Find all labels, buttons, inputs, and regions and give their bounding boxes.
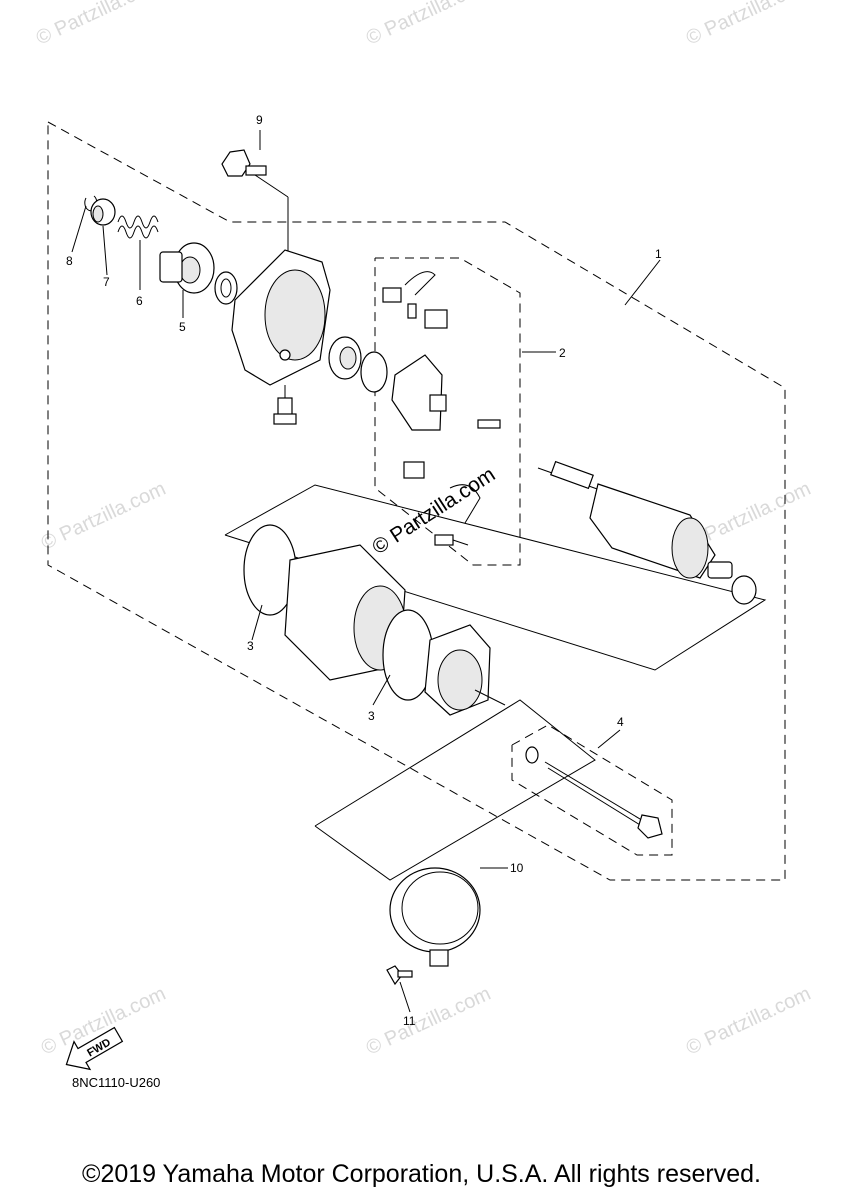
armature [537, 460, 757, 605]
leader-lines [71, 130, 661, 1013]
collar-7 [90, 198, 116, 226]
callout-1: 1 [655, 247, 662, 261]
watermark: © Partzilla.com [363, 983, 494, 1060]
diagram-code: 8NC1110-U260 [72, 1075, 161, 1090]
fwd-label: FWD [85, 1036, 113, 1059]
through-bolt-4 [525, 746, 663, 839]
bearing [328, 336, 362, 380]
assembly-1-outline [47, 121, 786, 881]
o-ring-small [360, 351, 388, 393]
assembly-2-outline [374, 257, 521, 566]
washer [214, 271, 238, 305]
callout-8: 8 [66, 254, 73, 268]
assembly-4-outline [511, 724, 673, 856]
watermark: © Partzilla.com [683, 983, 814, 1060]
armature-frame [224, 484, 767, 671]
watermark: © Partzilla.com [363, 0, 494, 50]
callout-9: 9 [256, 113, 263, 127]
bolt-9 [221, 149, 289, 255]
pinion-gear-5 [159, 242, 215, 294]
watermark: © Partzilla.com [33, 0, 164, 50]
yoke [243, 524, 434, 701]
callout-10: 10 [510, 861, 524, 875]
callout-4: 4 [617, 715, 624, 729]
callout-7: 7 [103, 275, 110, 289]
callout-3b: 3 [368, 709, 375, 723]
callout-6: 6 [136, 294, 143, 308]
watermark: © Partzilla.com [683, 0, 814, 50]
center-watermark: © Partzilla.com [368, 463, 499, 559]
fwd-arrow-icon: FWD [65, 1026, 124, 1071]
rear-cover [424, 624, 506, 716]
spring-6 [117, 215, 159, 239]
callout-5: 5 [179, 320, 186, 334]
copyright-notice: ©2019 Yamaha Motor Corporation, U.S.A. A… [82, 1160, 761, 1188]
band-10 [389, 867, 481, 967]
callout-labels: 1 2 3 3 4 5 6 7 8 9 10 11 [66, 113, 662, 1028]
front-cover [231, 249, 331, 425]
watermark: © Partzilla.com [38, 478, 169, 555]
callout-3a: 3 [247, 639, 254, 653]
callout-2: 2 [559, 346, 566, 360]
brush-holder [382, 271, 501, 546]
screw-11 [386, 965, 413, 986]
band-frame [314, 699, 596, 881]
callout-11: 11 [403, 1014, 416, 1028]
